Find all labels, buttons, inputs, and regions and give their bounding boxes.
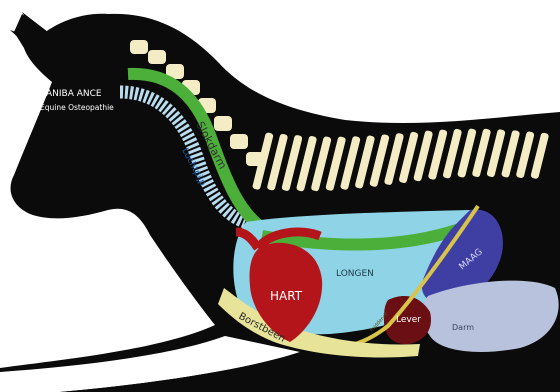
cervical-vertebra	[148, 50, 166, 64]
label-lever: Lever	[396, 315, 421, 325]
watermark-subtitle: Equine Osteopathie	[40, 103, 114, 112]
cervical-vertebra	[230, 134, 248, 149]
cervical-vertebra	[214, 116, 232, 131]
label-hart: HART	[270, 289, 303, 303]
label-longen: LONGEN	[336, 269, 374, 279]
cervical-vertebra	[130, 40, 148, 54]
watermark-title: ANIBA ANCE	[46, 89, 102, 99]
label-darm: Darm	[452, 323, 474, 332]
